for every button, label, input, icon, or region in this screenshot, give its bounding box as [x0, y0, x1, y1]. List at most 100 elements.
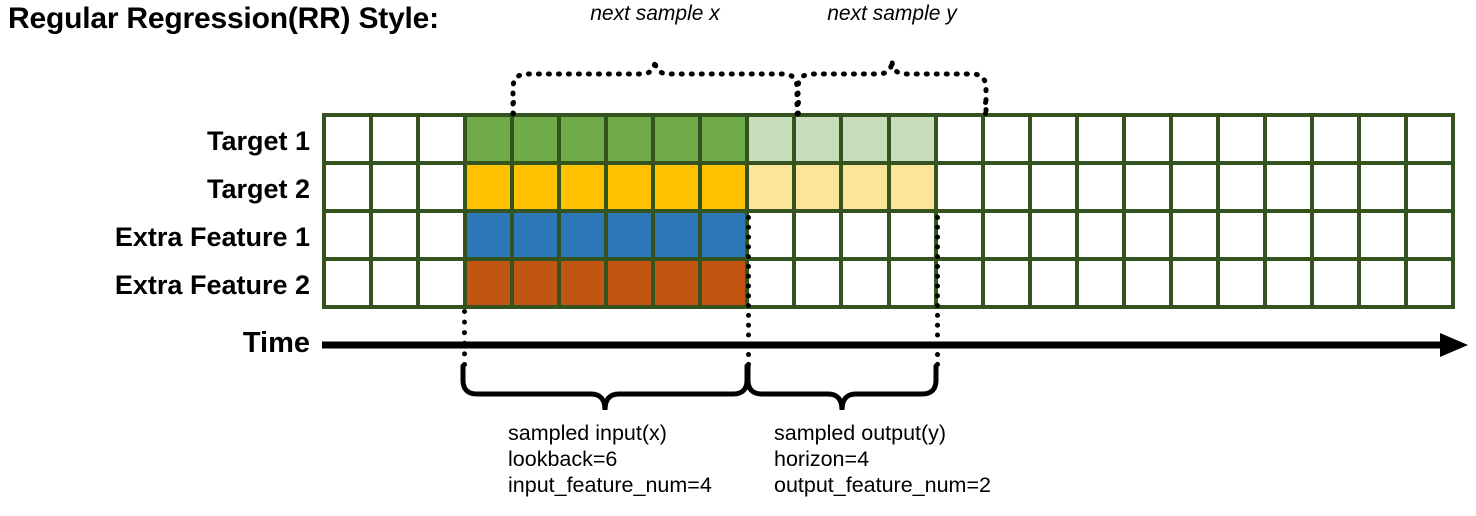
- bottom-caption-sampled-input-line-2: lookback=6: [508, 447, 618, 471]
- bottom-caption-sampled-output-line-1: sampled output(y): [774, 421, 947, 445]
- grid-cell-r1-c13-output: [890, 117, 934, 161]
- top-brace-caption-next-sample-y: next sample y: [827, 2, 957, 25]
- grid-cell-r2-c9-input: [702, 165, 746, 209]
- grid-cell-r3-c4-input: [467, 213, 511, 257]
- grid-cell-r4-c10-empty: [749, 261, 793, 305]
- grid-cell-r1-c11-output: [796, 117, 840, 161]
- grid-cell-r4-c17-empty: [1078, 261, 1122, 305]
- grid-cell-r3-c3-empty: [420, 213, 464, 257]
- grid-cell-r2-c4-input: [467, 165, 511, 209]
- window-divider-input-end: [746, 215, 751, 367]
- bottom-caption-sampled-output-line-3: output_feature_num=2: [774, 473, 991, 497]
- grid-cell-r4-c20-empty: [1219, 261, 1263, 305]
- grid-cell-r4-c6-input: [561, 261, 605, 305]
- grid-cell-r3-c6-input: [561, 213, 605, 257]
- grid-cell-r1-c7-input: [608, 117, 652, 161]
- grid-cell-r1-c2-empty: [373, 117, 417, 161]
- bottom-brace-sampled-output: [745, 363, 939, 411]
- grid-cell-r4-c19-empty: [1172, 261, 1216, 305]
- grid-cell-r3-c8-input: [655, 213, 699, 257]
- page-title: Regular Regression(RR) Style:: [8, 2, 439, 35]
- grid-cell-r3-c13-empty: [890, 213, 934, 257]
- grid-cell-r3-c11-empty: [796, 213, 840, 257]
- grid-cell-r2-c12-output: [843, 165, 887, 209]
- grid-cell-r4-c21-empty: [1266, 261, 1310, 305]
- grid-cell-r1-c22-empty: [1313, 117, 1357, 161]
- grid-cell-r4-c24-empty: [1407, 261, 1451, 305]
- grid-cell-r1-c3-empty: [420, 117, 464, 161]
- grid-cell-r4-c18-empty: [1125, 261, 1169, 305]
- timeseries-grid: [322, 113, 1455, 309]
- top-connector-right: [983, 100, 988, 116]
- grid-cell-r2-c21-empty: [1266, 165, 1310, 209]
- grid-cell-r3-c22-empty: [1313, 213, 1357, 257]
- top-brace-next-sample-x: [510, 59, 800, 117]
- grid-cell-r1-c8-input: [655, 117, 699, 161]
- grid-cell-r2-c11-output: [796, 165, 840, 209]
- bottom-caption-sampled-output-line-2: horizon=4: [774, 447, 870, 471]
- grid-cell-r2-c18-empty: [1125, 165, 1169, 209]
- grid-cell-r3-c19-empty: [1172, 213, 1216, 257]
- grid-cell-r3-c23-empty: [1360, 213, 1404, 257]
- grid-cell-r4-c15-empty: [984, 261, 1028, 305]
- grid-cell-r2-c10-output: [749, 165, 793, 209]
- grid-cell-r1-c16-empty: [1031, 117, 1075, 161]
- grid-cell-r3-c15-empty: [984, 213, 1028, 257]
- grid-cell-r1-c10-output: [749, 117, 793, 161]
- grid-cell-r4-c5-input: [514, 261, 558, 305]
- grid-cell-r2-c19-empty: [1172, 165, 1216, 209]
- top-brace-next-sample-y: [795, 59, 989, 117]
- grid-cell-r4-c9-input: [702, 261, 746, 305]
- grid-cell-r4-c7-input: [608, 261, 652, 305]
- grid-cell-r3-c1-empty: [326, 213, 370, 257]
- time-axis-arrow: [322, 333, 1468, 357]
- grid-cell-r2-c5-input: [514, 165, 558, 209]
- grid-cell-r4-c11-empty: [796, 261, 840, 305]
- grid-cell-r2-c17-empty: [1078, 165, 1122, 209]
- grid-cell-r1-c14-empty: [937, 117, 981, 161]
- grid-cell-r3-c14-empty: [937, 213, 981, 257]
- grid-cell-r1-c20-empty: [1219, 117, 1263, 161]
- grid-cell-r4-c14-empty: [937, 261, 981, 305]
- grid-cell-r4-c1-empty: [326, 261, 370, 305]
- grid-cell-r1-c9-input: [702, 117, 746, 161]
- grid-cell-r3-c2-empty: [373, 213, 417, 257]
- grid-cell-r1-c18-empty: [1125, 117, 1169, 161]
- grid-cell-r2-c23-empty: [1360, 165, 1404, 209]
- grid-cell-r4-c8-input: [655, 261, 699, 305]
- grid-cell-r2-c22-empty: [1313, 165, 1357, 209]
- grid-cell-r1-c5-input: [514, 117, 558, 161]
- grid-cell-r1-c4-input: [467, 117, 511, 161]
- row-label-target-2: Target 2: [206, 174, 310, 204]
- grid-cell-r3-c10-empty: [749, 213, 793, 257]
- grid-cell-r4-c4-input: [467, 261, 511, 305]
- grid-cell-r2-c8-input: [655, 165, 699, 209]
- bottom-caption-sampled-output: sampled output(y) horizon=4 output_featu…: [774, 420, 991, 498]
- row-label-extra-feature-1: Extra Feature 1: [114, 222, 310, 252]
- grid-cell-r2-c15-empty: [984, 165, 1028, 209]
- grid-cell-r3-c7-input: [608, 213, 652, 257]
- grid-cell-r1-c6-input: [561, 117, 605, 161]
- grid-cell-r1-c21-empty: [1266, 117, 1310, 161]
- grid-cell-r3-c20-empty: [1219, 213, 1263, 257]
- grid-cell-r3-c18-empty: [1125, 213, 1169, 257]
- grid-cell-r2-c24-empty: [1407, 165, 1451, 209]
- grid-cell-r3-c5-input: [514, 213, 558, 257]
- top-brace-caption-next-sample-x: next sample x: [590, 2, 720, 25]
- window-divider-input-start: [462, 309, 467, 367]
- row-label-target-1: Target 1: [206, 126, 310, 156]
- bottom-caption-sampled-input-line-3: input_feature_num=4: [508, 473, 712, 497]
- top-connector-left: [511, 100, 516, 116]
- bottom-brace-sampled-input: [460, 363, 750, 411]
- top-connector-mid: [796, 100, 801, 116]
- bottom-caption-sampled-input-line-1: sampled input(x): [508, 421, 667, 445]
- window-divider-output-end: [935, 215, 940, 367]
- grid-cell-r2-c6-input: [561, 165, 605, 209]
- grid-cell-r2-c3-empty: [420, 165, 464, 209]
- grid-cell-r4-c13-empty: [890, 261, 934, 305]
- row-label-extra-feature-2: Extra Feature 2: [114, 270, 310, 300]
- grid-cell-r3-c16-empty: [1031, 213, 1075, 257]
- grid-cell-r1-c1-empty: [326, 117, 370, 161]
- grid-cell-r1-c17-empty: [1078, 117, 1122, 161]
